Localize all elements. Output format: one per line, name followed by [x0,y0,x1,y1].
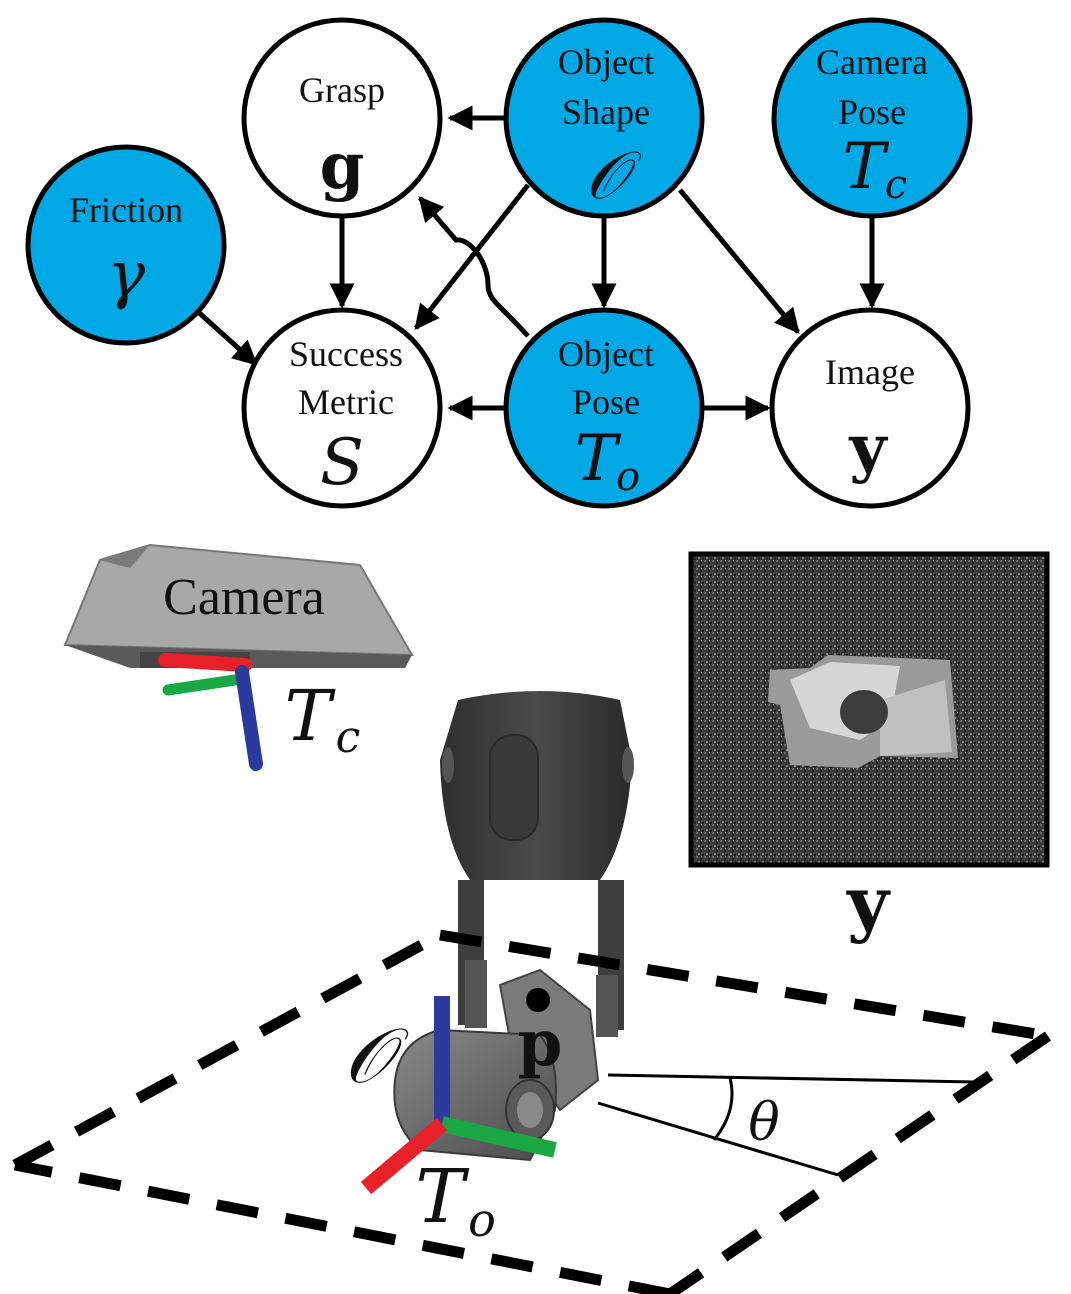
node-friction-symbol: γ [107,238,146,312]
table-outline [12,929,1052,1294]
contact-point [526,988,550,1012]
node-camera-pose-sub: c [885,162,907,208]
node-image: Image y [769,307,971,509]
edge-friction-success [194,308,258,366]
node-friction-label: Friction [69,190,183,230]
node-success-label2: Metric [298,382,394,422]
graph-edges [194,105,885,421]
svg-text:T: T [415,1154,469,1240]
node-camera-pose-symbol: T [843,130,890,204]
edge-shape-success [414,183,530,330]
camera-pose-label: T c [285,675,361,763]
graph-nodes: Grasp g Object Shape 𝒪 Camera Pose T c F… [25,17,973,509]
gripper-model [440,691,634,1037]
node-object-shape: Object Shape 𝒪 [503,17,705,219]
node-object-pose: Object Pose T o [503,307,705,509]
node-camera-pose-label2: Pose [838,92,906,132]
node-grasp-label: Grasp [299,70,385,110]
node-object-pose-sub: o [616,454,640,500]
node-camera-pose: Camera Pose T c [771,17,973,219]
node-image-symbol: y [848,411,888,486]
node-success-metric: Success Metric S [241,307,443,509]
svg-text:c: c [336,712,361,763]
node-success-symbol: S [320,426,364,500]
edge-shape-image [678,188,800,334]
camera-axes [158,653,263,771]
node-grasp: Grasp g [241,17,443,219]
node-grasp-symbol: g [320,129,365,204]
node-object-pose-label2: Pose [572,382,640,422]
node-image-label: Image [825,352,915,392]
object-axes [360,996,557,1195]
friction-angle [597,1073,976,1177]
node-object-shape-label1: Object [558,42,654,82]
depth-image: y [688,551,1050,945]
camera-model: Camera [63,543,414,668]
contact-point-label: p [518,1006,563,1081]
node-object-pose-symbol: T [575,422,622,496]
node-object-shape-label2: Shape [562,92,650,132]
camera-label: Camera [163,569,325,626]
node-camera-pose-label1: Camera [816,42,928,82]
svg-text:o: o [468,1193,496,1247]
svg-text:T: T [285,675,336,757]
node-success-label1: Success [289,334,403,374]
node-object-pose-label1: Object [558,334,654,374]
depth-image-label: y [846,860,891,945]
node-friction: Friction γ [25,144,227,346]
edge-objpose-grasp [418,196,530,338]
angle-label: θ [748,1093,779,1153]
object-pose-label: T o [415,1154,496,1247]
